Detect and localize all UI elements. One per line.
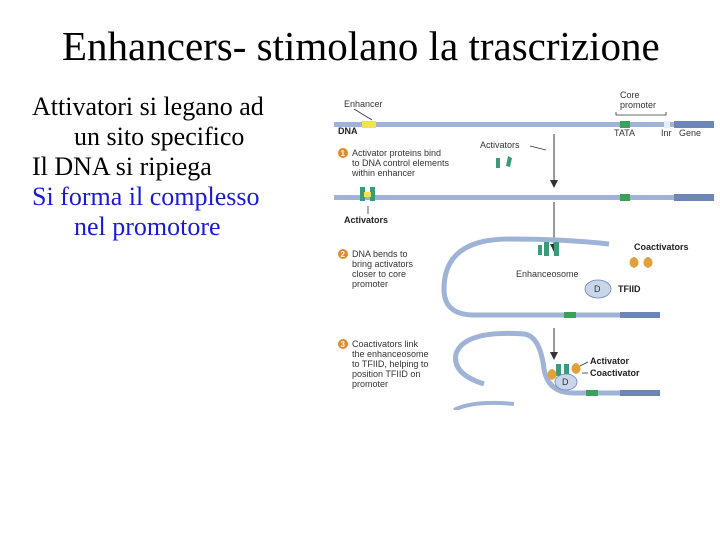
- gene-region: [620, 390, 660, 396]
- tata-box: [620, 121, 630, 128]
- activators-pointer: [529, 145, 547, 151]
- step-3-badge: [338, 339, 348, 349]
- enhancer-element: [362, 121, 376, 128]
- tata-box: [620, 194, 630, 201]
- activators-label-top: Activators: [480, 140, 520, 150]
- tfiid-complex: [554, 373, 578, 391]
- bound-activators: [360, 187, 375, 201]
- gene-region: [620, 312, 660, 318]
- gene-region: [674, 121, 714, 128]
- step-1-text: within enhancer: [351, 168, 415, 178]
- bullet-list: Attivatori si legano ad un sito specific…: [32, 92, 332, 242]
- enhanceosome-complex: [538, 242, 559, 256]
- step-1-text: to DNA control elements: [352, 158, 450, 168]
- step-2-text: bring activators: [352, 259, 414, 269]
- bullet-text: Attivatori si legano ad: [32, 92, 264, 121]
- step-1-number: 1: [341, 149, 346, 158]
- slide-title: Enhancers- stimolano la trascrizione: [62, 23, 660, 69]
- step-3-text: promoter: [352, 379, 388, 389]
- step-2-text: closer to core: [352, 269, 406, 279]
- activators-label-bottom: Activators: [344, 215, 388, 225]
- cropped-dna: [453, 400, 515, 412]
- step-2-text: DNA bends to: [352, 249, 408, 259]
- tfiid-complex: [584, 279, 612, 299]
- dna-strand: [334, 195, 714, 200]
- bullet-text-continuation: un sito specifico: [74, 122, 245, 151]
- step-arrowhead: [550, 352, 558, 360]
- step-2-text: promoter: [352, 279, 388, 289]
- tata-box: [586, 390, 598, 396]
- bullet-text: Il DNA si ripiega: [32, 152, 212, 181]
- tfiid-d-label: D: [594, 284, 601, 294]
- step-3-number: 3: [341, 340, 346, 349]
- enhancer-diagram: Enhancer Core promoter DNA TATA Inr Gene…: [334, 84, 720, 412]
- bullet-item: Attivatori si legano ad un sito specific…: [32, 92, 332, 152]
- coactivator-label: Coactivator: [590, 368, 640, 378]
- dna-label: DNA: [338, 126, 358, 136]
- linked-complex: [547, 363, 581, 380]
- bullet-text: Si forma il complesso: [32, 182, 260, 211]
- step-3-text: Coactivators link: [352, 339, 419, 349]
- coactivators-label: Coactivators: [634, 242, 689, 252]
- enhancer-pointer: [353, 108, 373, 121]
- core-promoter-label-line2: promoter: [620, 100, 656, 110]
- activator-pointer: [579, 361, 589, 367]
- step-3-text: the enhanceosome: [352, 349, 429, 359]
- tata-box: [564, 312, 576, 318]
- gene-region: [674, 194, 714, 201]
- bent-dna-loop: [441, 236, 660, 318]
- step-2-badge: [338, 249, 348, 259]
- gene-label: Gene: [679, 128, 701, 138]
- dna-strand: [334, 122, 714, 127]
- step-2-number: 2: [341, 250, 346, 259]
- core-promoter-bracket: [615, 112, 667, 116]
- step-1-badge: [338, 148, 348, 158]
- tata-label: TATA: [614, 128, 635, 138]
- enhancer-diagram-svg: Enhancer Core promoter DNA TATA Inr Gene…: [334, 90, 714, 412]
- step-1-text: Activator proteins bind: [352, 148, 441, 158]
- inr-label: Inr: [661, 128, 672, 138]
- step-arrowhead: [550, 180, 558, 188]
- bullet-item: Si forma il complesso nel promotore: [32, 182, 332, 242]
- step-3-text: to TFIID, helping to: [352, 359, 428, 369]
- core-promoter-label-line1: Core: [620, 90, 640, 100]
- enhancer-label: Enhancer: [344, 99, 383, 109]
- step-3-text: position TFIID on: [352, 369, 420, 379]
- inr-element: [664, 121, 670, 128]
- bullet-text-continuation: nel promotore: [74, 212, 221, 241]
- tfiid-label: TFIID: [618, 284, 641, 294]
- looped-dna: [453, 330, 660, 396]
- enhanceosome-label: Enhanceosome: [516, 269, 579, 279]
- coactivator-proteins: [629, 257, 653, 268]
- tfiid-d-label: D: [562, 377, 569, 387]
- activator-label: Activator: [590, 356, 630, 366]
- bullet-item: Il DNA si ripiega: [32, 152, 332, 182]
- activator-proteins-free: [496, 156, 512, 168]
